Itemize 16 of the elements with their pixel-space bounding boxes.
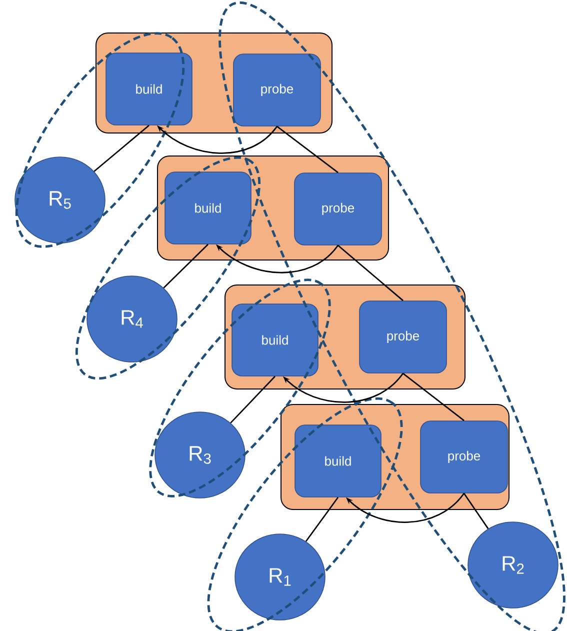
- connector-line: [230, 376, 276, 424]
- operator-box: build: [106, 52, 192, 126]
- operator-box: probe: [359, 300, 447, 374]
- connector-line: [94, 124, 150, 172]
- connector-line: [338, 244, 404, 302]
- connector-line: [305, 496, 339, 542]
- operator-box: probe: [420, 420, 508, 494]
- connector-line: [463, 493, 489, 530]
- operator-box: build: [294, 424, 382, 498]
- operator-box: build: [164, 172, 252, 244]
- operator-box: probe: [294, 172, 382, 246]
- operator-box: probe: [233, 54, 321, 126]
- connector-line: [402, 372, 464, 422]
- connector-line: [163, 244, 208, 288]
- operator-box: build: [232, 304, 318, 376]
- connector-line: [276, 126, 338, 174]
